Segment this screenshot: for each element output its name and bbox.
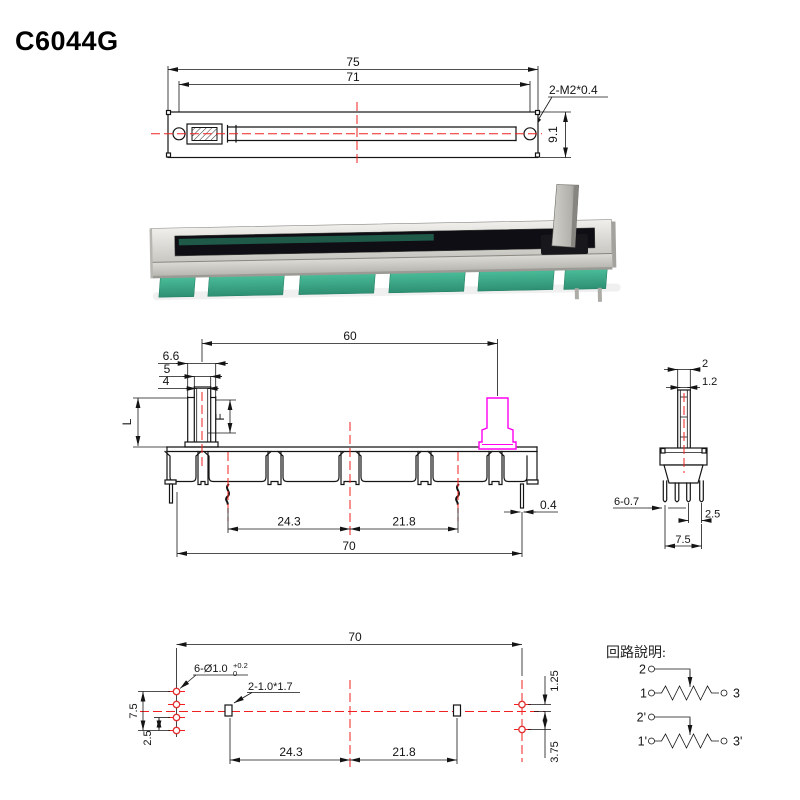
photo-slot — [174, 227, 596, 257]
product-photo — [149, 184, 621, 302]
dim-top-9-1: 9.1 — [546, 126, 560, 143]
dim-bottom-1-25: 1.25 — [549, 670, 561, 691]
terminal-3: 3 — [733, 687, 740, 701]
dim-side-7-5: 7.5 — [675, 534, 690, 546]
label-bottom-slots: 2-1.0*1.7 — [248, 681, 293, 693]
slot-hole-2 — [452, 704, 462, 717]
drawing-title: C6044G — [15, 26, 119, 56]
dim-bottom-7-5: 7.5 — [128, 703, 140, 718]
pcb-tabs — [158, 267, 608, 302]
circuit-heading: 回路說明: — [606, 644, 666, 661]
dim-bottom-24-3: 24.3 — [279, 745, 303, 759]
front-view-knob — [478, 397, 517, 450]
top-view-body — [167, 111, 539, 159]
label-bottom-holes-tol-plus: +0.2 — [233, 661, 248, 670]
dim-front-0-4: 0.4 — [540, 498, 557, 512]
dim-side-1-2: 1.2 — [702, 376, 717, 388]
front-view-drawing: 60 6.6 5 4 — [120, 329, 558, 557]
terminal-2: 2 — [639, 663, 646, 677]
dim-front-6-6: 6.6 — [163, 349, 180, 363]
label-side-pins: 6-0.7 — [614, 496, 639, 508]
dim-front-F: F — [213, 413, 227, 420]
dim-front-5: 5 — [164, 362, 171, 376]
dim-front-70: 70 — [342, 539, 356, 553]
terminal-3p: 3' — [733, 735, 742, 749]
label-bottom-holes: 6-Ø1.0 — [194, 663, 228, 675]
dim-bottom-2-5: 2.5 — [142, 730, 154, 745]
dim-bottom-3-75: 3.75 — [549, 741, 561, 762]
slot-hole-1 — [224, 704, 233, 717]
dim-front-21-8: 21.8 — [392, 515, 416, 529]
dim-front-L: L — [120, 418, 134, 425]
top-view-drawing: 75 71 2-M2*0.4 — [151, 55, 608, 167]
terminal-holes-left — [168, 687, 185, 735]
dim-side-2-5: 2.5 — [705, 509, 720, 521]
terminal-2p: 2' — [637, 711, 646, 725]
circuit-upper: 2 1 3 — [639, 663, 740, 701]
dim-bottom-70: 70 — [348, 630, 362, 644]
front-pin-left — [168, 483, 174, 504]
dim-front-60: 60 — [343, 329, 357, 343]
label-thread: 2-M2*0.4 — [549, 83, 598, 97]
dim-top-71: 71 — [346, 70, 360, 84]
circuit-lower: 2' 1' 3' — [637, 711, 742, 749]
circuit-diagram: 回路說明: 2 1 3 2' 1' — [606, 644, 742, 749]
dim-front-4: 4 — [163, 374, 170, 388]
terminal-1: 1 — [640, 687, 647, 701]
side-view-drawing: 2 1.2 — [613, 358, 720, 549]
terminal-holes-right — [514, 700, 531, 734]
front-hook-pin-2 — [455, 483, 460, 506]
label-bottom-holes-tol-zero: 0 — [233, 669, 237, 678]
front-hook-pin-1 — [225, 483, 230, 506]
dim-bottom-21-8: 21.8 — [392, 745, 416, 759]
front-pin-right — [519, 483, 525, 509]
dim-top-75: 75 — [346, 55, 360, 69]
terminal-1p: 1' — [638, 735, 647, 749]
dim-side-2: 2 — [702, 358, 708, 370]
bottom-view-drawing: 70 7.5 2.5 — [128, 630, 561, 768]
dim-front-24-3: 24.3 — [277, 515, 301, 529]
photo-body-front — [152, 253, 613, 278]
